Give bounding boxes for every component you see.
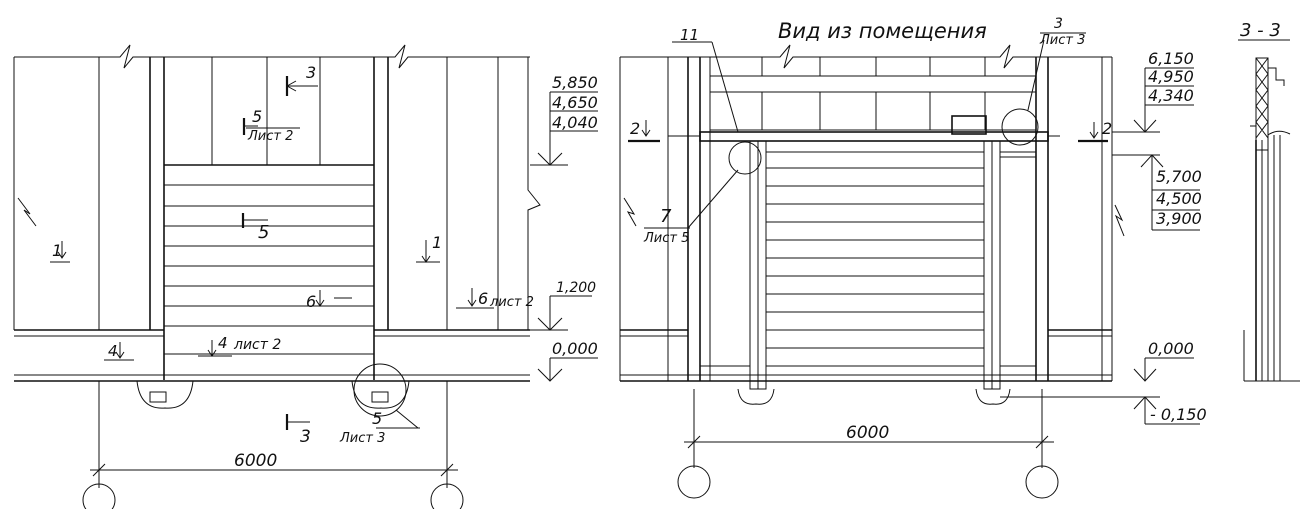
axis-bubble-middle-1	[677, 465, 711, 499]
masonry-above-door	[710, 57, 1036, 135]
node-7-sheet: Лист 5	[643, 231, 689, 246]
lintel-11-label: 11	[680, 26, 699, 44]
view-title: Вид из помещения	[778, 19, 987, 43]
anchor-right	[371, 391, 389, 403]
left-wall-panels	[13, 57, 165, 380]
break-mark-right	[527, 57, 541, 330]
node-3-num: 3	[1054, 16, 1063, 32]
node-3-circle	[1001, 108, 1039, 146]
node-7-num: 7	[660, 206, 672, 227]
elevation-6150: 6,150	[1148, 49, 1194, 68]
node-7-circle	[728, 141, 762, 175]
mark-4-left: 4	[108, 342, 118, 360]
node-5-top-sheet: Лист 2	[247, 129, 293, 144]
left-elevation-marks: 5,850 4,650 4,040 1,200 0,000	[530, 73, 598, 382]
section-3-3-title: 3 - 3	[1240, 20, 1281, 41]
elevation-4500: 4,500	[1156, 189, 1202, 208]
footing-left	[136, 380, 194, 409]
section-2-left: 2	[630, 119, 640, 138]
footing-middle-left	[737, 388, 775, 405]
break-mark-middle-left	[623, 197, 637, 227]
node-5-bottom-num: 5	[372, 409, 382, 428]
left-dimension: 6000	[82, 381, 464, 509]
elevation-0000-left: 0,000	[552, 339, 598, 358]
mark-6-door: 6	[306, 292, 316, 311]
elevation-4650: 4,650	[552, 93, 598, 112]
mark-6-right-sheet: лист 2	[489, 295, 534, 310]
dimension-6000-left: 6000	[234, 451, 277, 471]
axis-bubble-left-1	[82, 483, 116, 509]
elevation-minus-0150: - 0,150	[1150, 405, 1207, 424]
mark-4-num: 4	[218, 334, 228, 352]
footing-right	[351, 380, 410, 409]
elevation-0000-middle: 0,000	[1148, 339, 1194, 358]
axis-bubble-middle-2	[1025, 465, 1059, 499]
door-leaf-boards	[164, 164, 374, 355]
node-5-bottom-sheet: Лист 3	[339, 431, 385, 446]
mark-1-left: 1	[52, 241, 62, 260]
node-3-sheet: Лист 3	[1039, 33, 1085, 48]
middle-dimension: 6000	[677, 389, 1059, 499]
elevation-4950: 4,950	[1148, 67, 1194, 86]
middle-callouts: 11 3 Лист 3 2 2 7 Лист 5	[628, 16, 1112, 246]
section-3-3-view: 3 - 3	[1238, 20, 1300, 382]
anchor-left	[149, 391, 167, 403]
middle-interior-view: Вид из помещения	[619, 16, 1207, 499]
mark-4-sheet: лист 2	[233, 337, 281, 353]
elevation-5850: 5,850	[552, 73, 598, 92]
break-mark-left	[17, 197, 37, 227]
break-mark-middle-right	[1114, 204, 1125, 237]
node-5-top-num: 5	[252, 107, 262, 126]
section-3-bottom: 3	[300, 427, 311, 447]
mark-6-right-num: 6	[478, 289, 488, 308]
middle-elevation-marks: 6,150 4,950 4,340 5,700 4,500 3,900 0,00…	[1000, 49, 1207, 425]
axis-bubble-left-2	[430, 483, 464, 509]
elevation-5700: 5,700	[1156, 167, 1202, 186]
node-5-circle	[353, 363, 407, 417]
lintel-beam	[699, 131, 1049, 142]
door-leaf-boards-interior	[766, 151, 984, 367]
elevation-3900: 3,900	[1156, 209, 1202, 228]
panel-5-mark: 5	[258, 222, 269, 243]
section-2-right: 2	[1102, 119, 1112, 138]
drive-housing	[951, 115, 987, 135]
elevation-4340: 4,340	[1148, 86, 1194, 105]
base-band	[14, 329, 530, 382]
right-wall-panels	[373, 57, 541, 380]
upper-wall-panels	[211, 57, 321, 165]
section-3-top: 3	[306, 63, 316, 82]
left-callouts: 3 5 Лист 2 5 6 1 1 6 лист 2	[50, 63, 534, 447]
elevation-4040: 4,040	[552, 113, 598, 132]
door-guide-rails	[749, 140, 1036, 390]
break-line-top-middle	[620, 44, 1112, 69]
left-elevation-view: 5,850 4,650 4,040 1,200 0,000 3 5 Лист 2	[13, 44, 598, 509]
elevation-1200: 1,200	[556, 280, 596, 296]
break-line-top	[14, 44, 530, 69]
dimension-6000-middle: 6000	[846, 423, 889, 443]
mark-1-right: 1	[432, 233, 442, 252]
